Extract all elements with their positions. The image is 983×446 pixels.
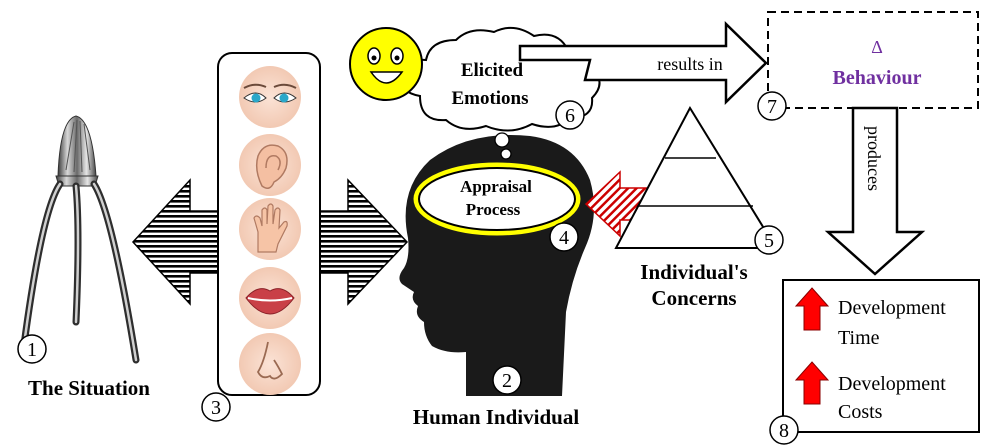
marker-6-label: 6 [565, 105, 575, 127]
produces-label: produces [864, 126, 884, 191]
marker-5-label: 5 [764, 230, 774, 252]
thought-bubble-small [501, 149, 511, 159]
behaviour-delta: Δ [871, 37, 883, 57]
situation-label: The Situation [28, 376, 150, 400]
juicer-icon [24, 116, 136, 360]
marker-2-label: 2 [502, 370, 512, 392]
dev-time-line2: Time [838, 327, 880, 349]
smiley-icon [350, 28, 422, 100]
double-arrow-left [133, 180, 222, 304]
marker-1-label: 1 [27, 339, 37, 361]
dev-costs-line2: Costs [838, 401, 883, 423]
emotions-line1: Elicited [461, 60, 524, 81]
concerns-line2: Concerns [651, 286, 736, 310]
nose-icon [239, 333, 301, 395]
ear-icon [239, 134, 301, 196]
dev-time-line1: Development [838, 297, 946, 319]
marker-7-label: 7 [767, 96, 777, 118]
concerns-pyramid [616, 108, 776, 248]
double-arrow-right [320, 180, 407, 304]
thought-bubble-medium [495, 133, 509, 147]
eye-icon [239, 66, 301, 128]
appraisal-line2: Process [466, 200, 521, 219]
human-label: Human Individual [413, 405, 579, 429]
behaviour-label: Behaviour [833, 67, 922, 89]
marker-3-label: 3 [211, 397, 221, 419]
lips-icon [239, 267, 301, 329]
results-in-label: results in [657, 54, 723, 74]
dev-costs-line1: Development [838, 373, 946, 395]
hand-icon [239, 198, 301, 260]
appraisal-line1: Appraisal [460, 177, 532, 196]
emotions-line2: Emotions [451, 88, 528, 109]
concerns-line1: Individual's [640, 260, 747, 284]
marker-4-label: 4 [559, 227, 569, 249]
behaviour-box [768, 12, 978, 108]
marker-8-label: 8 [779, 420, 789, 442]
